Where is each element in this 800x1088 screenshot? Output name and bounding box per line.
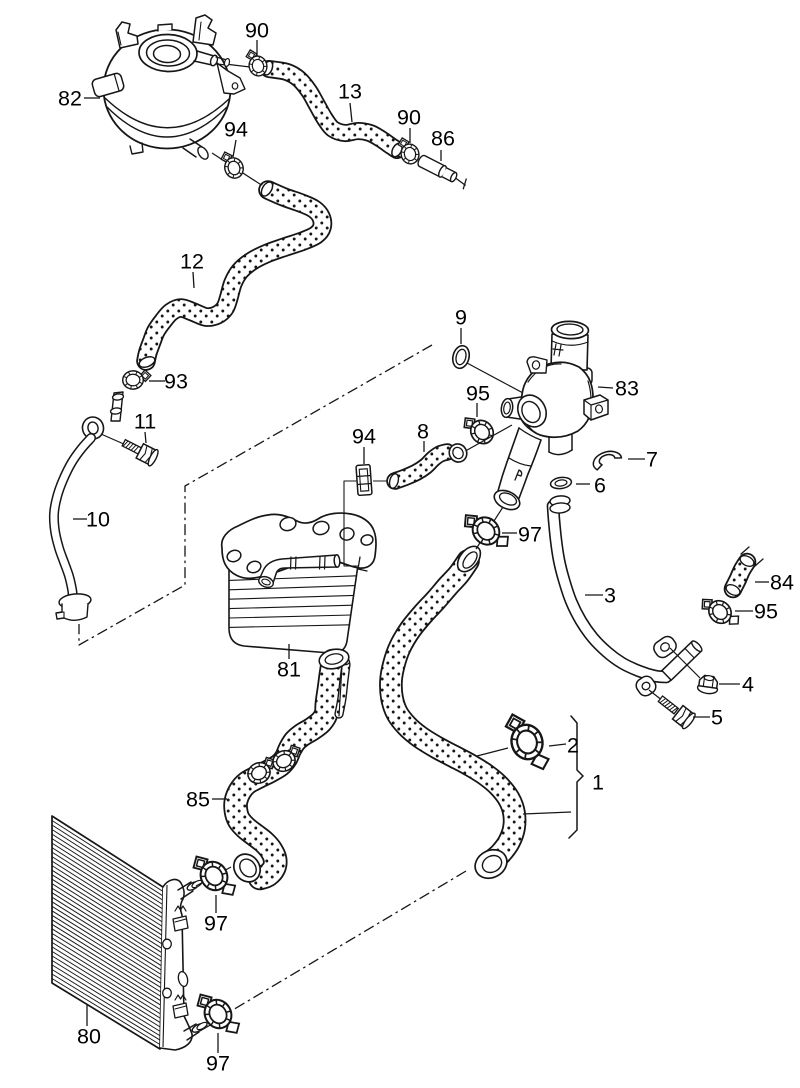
svg-text:3: 3 [604, 584, 616, 608]
svg-text:90: 90 [397, 106, 421, 130]
svg-text:13: 13 [338, 80, 362, 104]
svg-text:11: 11 [134, 410, 156, 434]
svg-text:94: 94 [224, 118, 248, 142]
svg-text:86: 86 [431, 127, 455, 151]
svg-text:10: 10 [86, 508, 110, 532]
svg-text:8: 8 [417, 420, 429, 444]
svg-text:6: 6 [594, 474, 606, 498]
svg-text:94: 94 [352, 425, 376, 449]
svg-text:9: 9 [455, 306, 467, 330]
svg-text:4: 4 [742, 673, 754, 697]
svg-text:83: 83 [615, 377, 639, 401]
svg-text:85: 85 [186, 788, 210, 812]
svg-text:80: 80 [77, 1025, 101, 1049]
svg-text:95: 95 [754, 600, 778, 624]
svg-text:97: 97 [206, 1052, 230, 1076]
svg-text:2: 2 [567, 734, 579, 758]
svg-text:93: 93 [164, 370, 188, 394]
svg-text:7: 7 [646, 448, 658, 472]
svg-text:97: 97 [518, 523, 542, 547]
svg-text:5: 5 [711, 706, 723, 730]
svg-text:12: 12 [180, 250, 204, 274]
svg-text:1: 1 [592, 771, 604, 795]
svg-text:82: 82 [58, 87, 82, 111]
svg-text:90: 90 [245, 19, 269, 43]
svg-text:84: 84 [770, 571, 794, 595]
svg-text:81: 81 [277, 658, 301, 682]
svg-text:95: 95 [466, 382, 490, 406]
svg-text:97: 97 [204, 912, 228, 936]
